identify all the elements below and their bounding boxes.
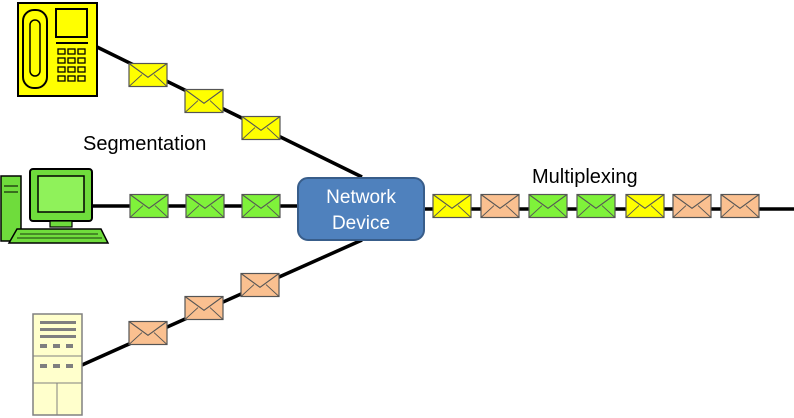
data-packet-data bbox=[241, 193, 281, 219]
multiplexed-packet-data bbox=[528, 193, 568, 219]
network-device: Network Device bbox=[297, 177, 425, 241]
voice-packet-voice bbox=[241, 115, 281, 141]
telephone-icon bbox=[17, 2, 98, 97]
multiplexed-packet-server bbox=[480, 193, 520, 219]
segmentation-label: Segmentation bbox=[83, 133, 207, 155]
server-icon bbox=[32, 313, 83, 416]
multiplexed-packet-server bbox=[672, 193, 712, 219]
packets bbox=[128, 62, 760, 346]
server-packet-server bbox=[128, 320, 168, 346]
multiplexing-label: Multiplexing bbox=[532, 166, 638, 188]
data-packet-data bbox=[129, 193, 169, 219]
network-device-label-line1: Network bbox=[326, 187, 396, 208]
voice-packet-voice bbox=[184, 88, 224, 114]
multiplexed-packet-server bbox=[720, 193, 760, 219]
multiplexed-packet-voice bbox=[625, 193, 665, 219]
server-packet-server bbox=[184, 295, 224, 321]
multiplexed-packet-voice bbox=[432, 193, 472, 219]
server-packet-server bbox=[240, 272, 280, 298]
data-packet-data bbox=[185, 193, 225, 219]
computer-icon bbox=[0, 168, 110, 244]
network-device-label-line2: Device bbox=[331, 213, 391, 234]
voice-packet-voice bbox=[128, 62, 168, 88]
multiplexed-packet-data bbox=[576, 193, 616, 219]
